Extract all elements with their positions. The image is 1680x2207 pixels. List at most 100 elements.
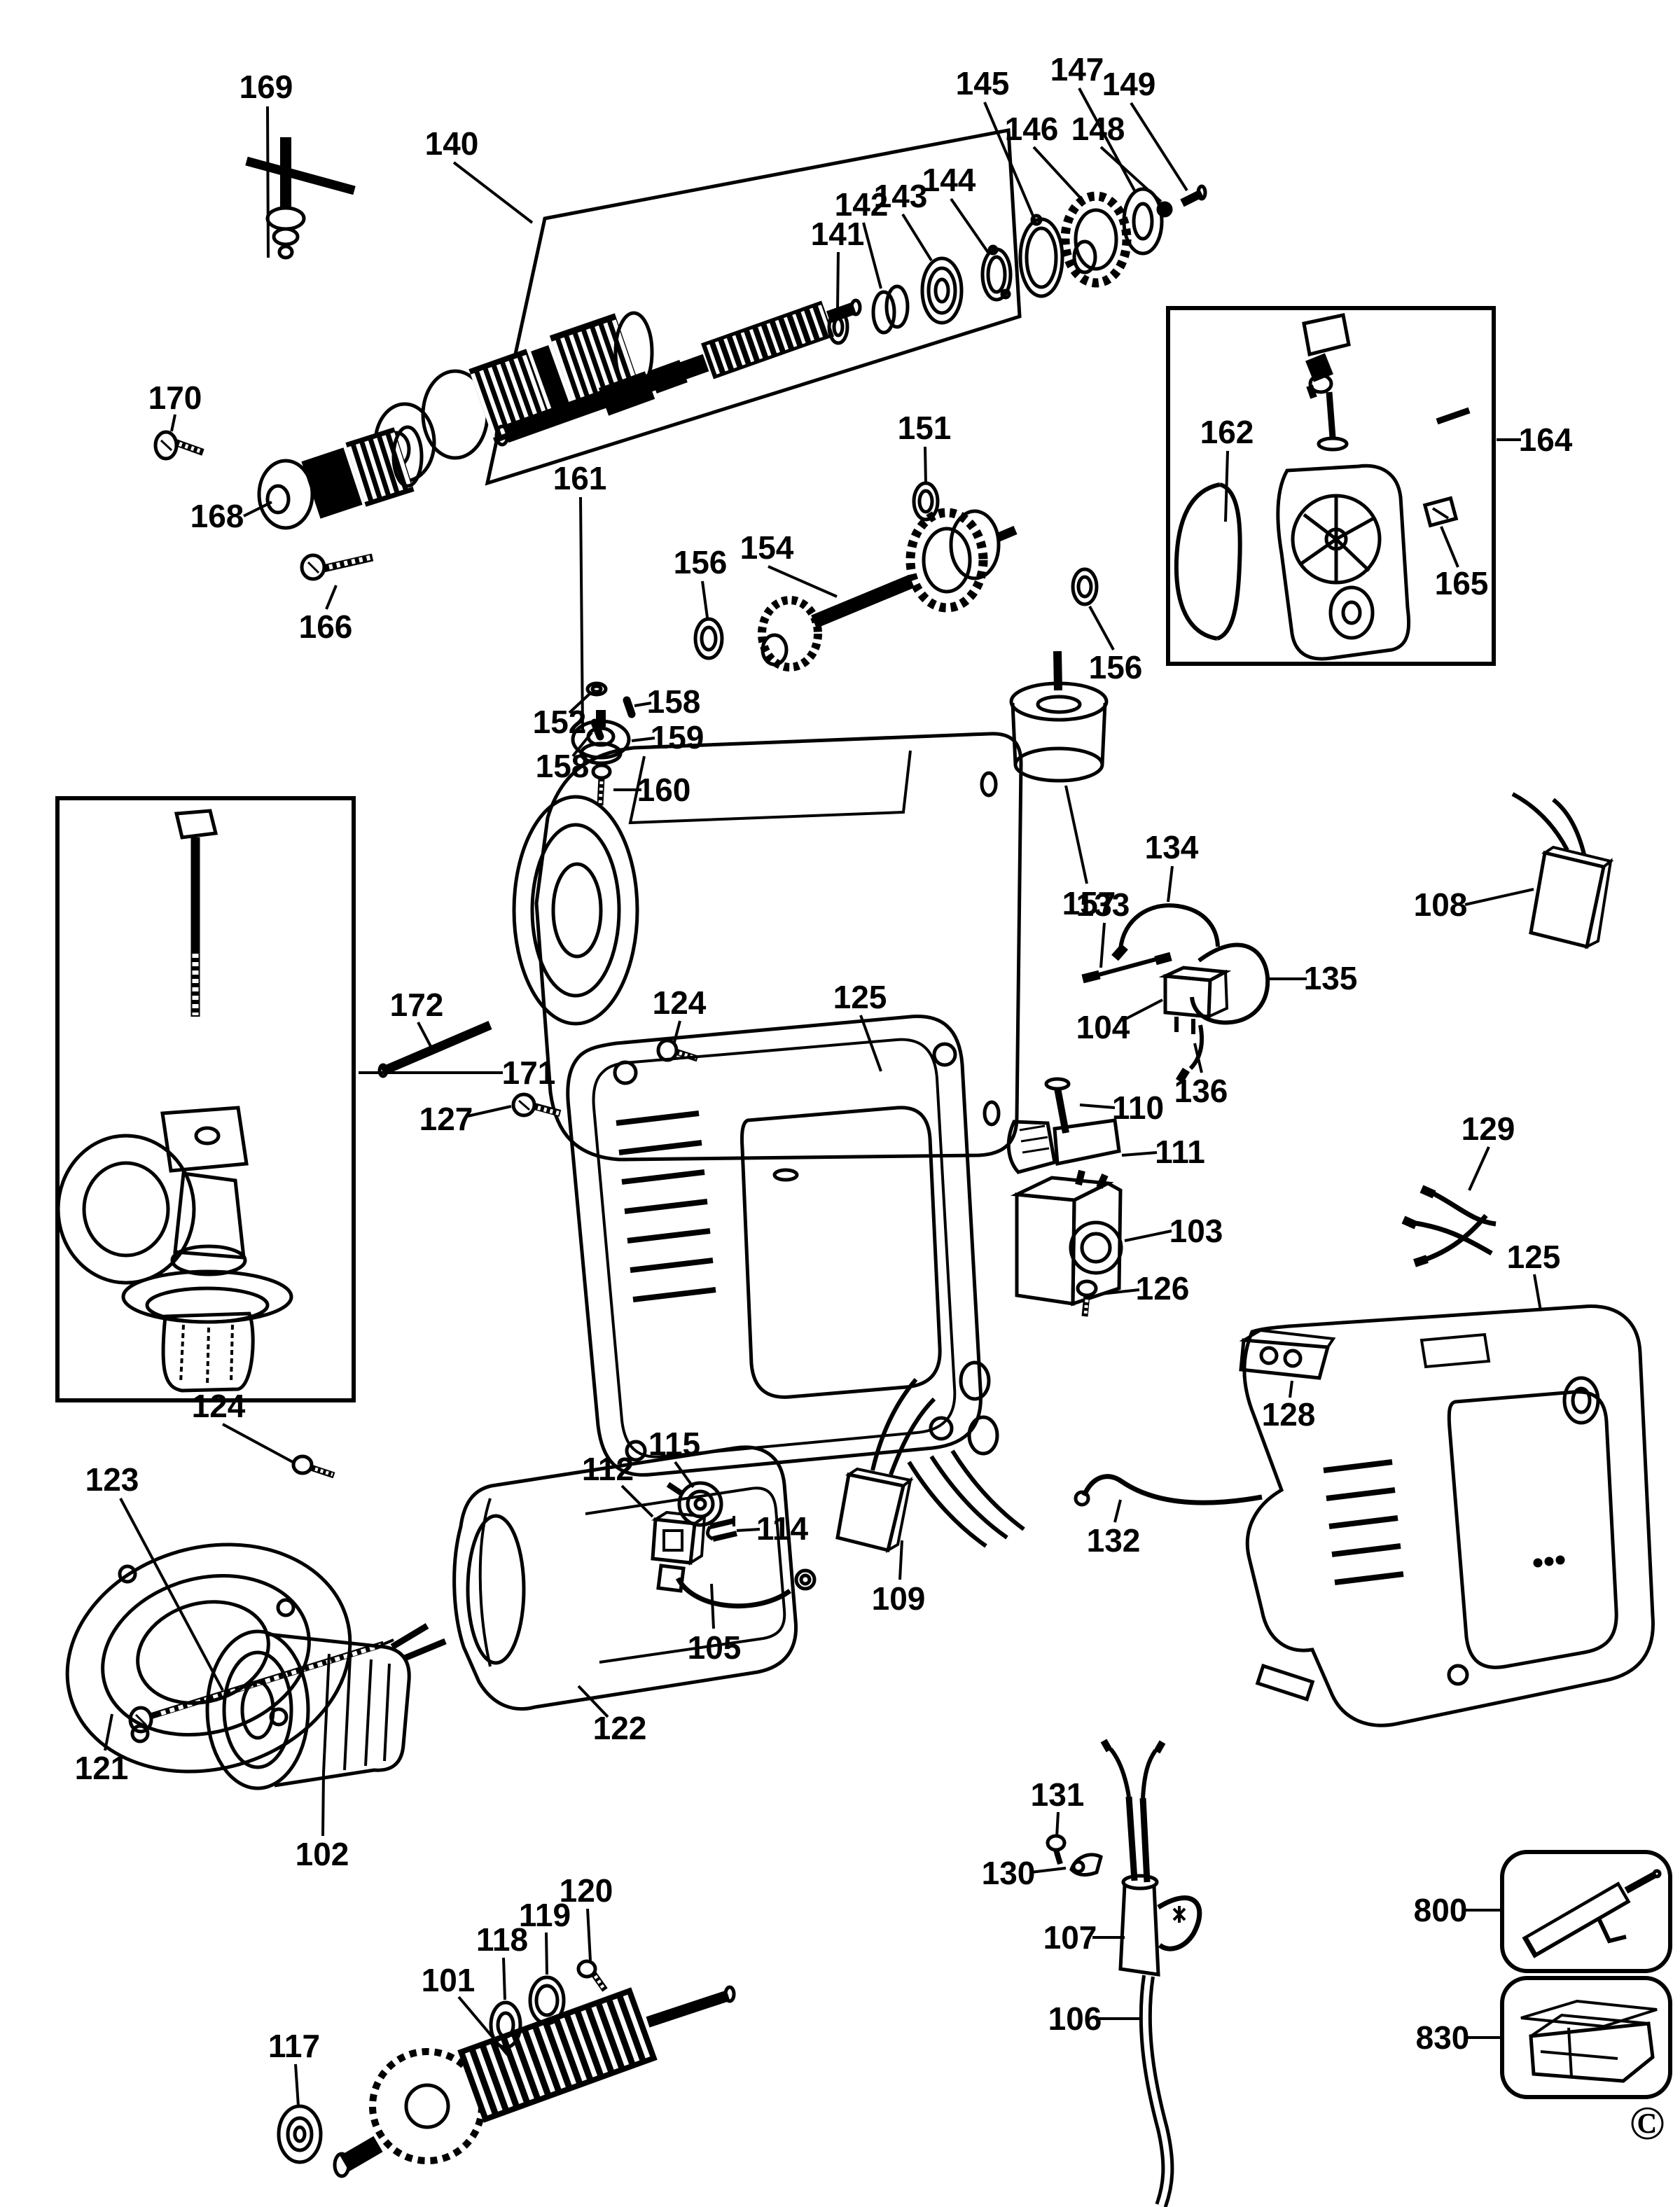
copyright-mark: ©: [1630, 2096, 1665, 2150]
part-label-121: 121: [75, 1713, 129, 1786]
leader-line: [674, 1461, 695, 1489]
leader-line: [545, 1932, 548, 1975]
part-162-figure: [1174, 482, 1242, 641]
leader-line: [586, 1908, 592, 1961]
part-140-figure: [494, 298, 862, 447]
part-117-figure: [277, 2104, 323, 2164]
part-number-text: 134: [1145, 829, 1199, 865]
part-label-161: 161: [553, 460, 606, 730]
leader-line: [222, 1423, 293, 1463]
leader-line: [1130, 102, 1188, 192]
part-label-145: 145: [956, 65, 1036, 221]
leader-line: [634, 702, 652, 707]
part-102-figure: [205, 1623, 447, 1790]
part-101-figure: [333, 1985, 736, 2178]
part-number-text: 168: [190, 498, 244, 534]
leader-line: [1124, 1230, 1172, 1242]
part-number-text: 103: [1169, 1213, 1223, 1249]
part-number-text: 124: [192, 1388, 246, 1424]
part-label-169: 169: [239, 69, 293, 258]
leader-line: [1055, 1811, 1060, 1838]
leader-line: [104, 1713, 113, 1751]
part-number-text: 118: [476, 1921, 528, 1958]
part-145-figure: [1018, 214, 1064, 298]
part-number-text: 158: [647, 683, 701, 720]
part-132-figure: [1074, 1474, 1263, 1507]
part-label-115: 115: [648, 1426, 700, 1489]
part-800-figure: [1522, 1869, 1662, 1958]
part-label-168: 168: [190, 498, 272, 534]
part-128-figure: [1239, 1328, 1336, 1380]
part-112-figure: [651, 1510, 709, 1566]
part-129-figure: [1401, 1185, 1497, 1267]
leader-line: [502, 1957, 506, 2000]
leader-line: [1030, 1867, 1067, 1874]
part-label-142: 142: [835, 186, 888, 289]
part-number-text: 800: [1414, 1892, 1468, 1928]
part-133-figure: [1081, 952, 1172, 984]
part-130-figure: [1069, 1853, 1103, 1877]
part-number-text: 164: [1519, 422, 1573, 458]
part-165-figure: [1422, 496, 1459, 528]
leader-line: [452, 161, 534, 224]
part-106-figure: [1139, 1975, 1174, 2207]
part-number-text: 152: [533, 704, 587, 740]
part-105-figure: [656, 1564, 817, 1609]
part-118-figure: [489, 2000, 522, 2049]
part-number-text: 112: [582, 1451, 634, 1487]
part-number-text: 133: [1076, 886, 1130, 923]
part-label-165: 165: [1435, 526, 1489, 601]
leader-line: [1078, 88, 1136, 191]
part-number-text: 170: [148, 380, 202, 416]
part-label-151: 151: [898, 410, 951, 485]
leader-line: [950, 197, 990, 255]
part-label-172: 172: [390, 987, 443, 1051]
part-label-164: 164: [1497, 422, 1573, 458]
leader-line: [631, 737, 655, 742]
part-151-figure: [912, 481, 940, 522]
part-label-156: 156: [674, 544, 727, 618]
part-number-text: 102: [296, 1836, 349, 1872]
part-157-figure: [1009, 650, 1109, 783]
leader-line: [119, 1498, 224, 1691]
leader-line: [1167, 865, 1174, 903]
part-label-123: 123: [85, 1461, 224, 1691]
leader-line: [243, 501, 272, 517]
part-169-figure: [245, 137, 356, 260]
part-label-129: 129: [1462, 1111, 1515, 1191]
part-number-text: 136: [1174, 1073, 1228, 1109]
leader-line: [1064, 785, 1088, 884]
part-label-105: 105: [688, 1583, 742, 1666]
part-number-text: 117: [268, 2028, 320, 2064]
leader-line: [579, 496, 584, 730]
leader-line: [1468, 1146, 1490, 1191]
part-number-text: 121: [75, 1750, 129, 1786]
box-164-figure: [1166, 306, 1496, 666]
part-label-114: 114: [736, 1510, 809, 1547]
part-127-figure: [511, 1092, 562, 1118]
part-label-156: 156: [1088, 606, 1142, 685]
part-number-text: 114: [756, 1510, 809, 1547]
part-label-120: 120: [560, 1872, 613, 1961]
part-figures-layer: [55, 128, 1672, 2207]
leader-line: [457, 1996, 509, 2056]
part-label-110: 110: [1079, 1089, 1164, 1126]
part-152-figure: [585, 681, 608, 697]
part-number-text: 165: [1435, 565, 1489, 601]
part-label-159: 159: [631, 719, 704, 756]
part-number-text: 126: [1136, 1270, 1190, 1307]
part-number-text: 105: [688, 1629, 742, 1666]
part-number-text: 158: [536, 748, 590, 784]
part-number-text: 124: [653, 984, 707, 1021]
part-159-figure: [571, 710, 631, 765]
part-label-133: 133: [1076, 886, 1130, 968]
part-number-text: 110: [1112, 1089, 1164, 1126]
part-107-figure: [1100, 1739, 1202, 1977]
part-label-107: 107: [1043, 1919, 1125, 1956]
leader-line: [294, 2063, 300, 2107]
part-142-figure: [871, 284, 910, 335]
part-number-text: 130: [982, 1855, 1036, 1891]
part-147-figure: [1122, 187, 1164, 256]
